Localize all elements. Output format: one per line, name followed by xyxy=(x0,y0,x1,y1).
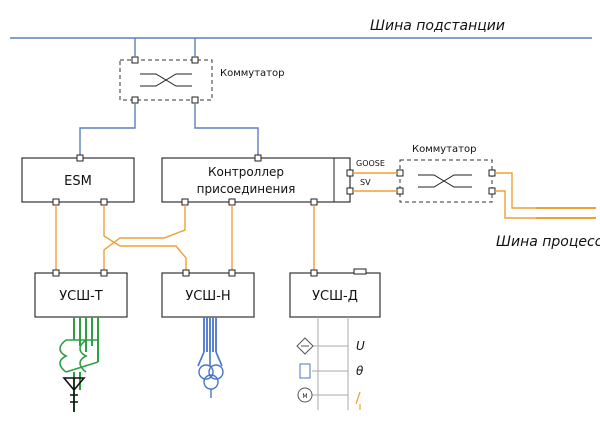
top-switch-port xyxy=(191,96,199,104)
station-link xyxy=(79,103,136,155)
right-switch-box xyxy=(399,159,493,203)
sensor-box-icon xyxy=(299,363,311,379)
process-link xyxy=(103,205,186,270)
top-switch-port xyxy=(191,56,199,64)
controller-port xyxy=(346,187,354,195)
controller-label-line1: Контроллер xyxy=(208,165,284,179)
right-switch-crossover-symbol xyxy=(418,174,472,188)
esm-block xyxy=(21,157,135,203)
ussh-d-block xyxy=(289,272,381,318)
goose-label: GOOSE xyxy=(356,159,385,168)
temperature-symbol: θ xyxy=(356,364,364,378)
controller-label-line2: присоединения xyxy=(197,182,296,196)
esm-port xyxy=(76,154,84,162)
ussh-t-block xyxy=(34,272,128,318)
breaker-contact-symbol xyxy=(355,391,361,410)
sv-label: SV xyxy=(360,178,371,187)
station-link xyxy=(194,103,259,155)
ussh-t-label: УСШ-Т xyxy=(59,289,103,304)
ussh-n-port xyxy=(182,269,190,277)
process-bus-label: Шина процесса xyxy=(496,234,600,250)
controller-block xyxy=(161,157,351,203)
ussh-n-block xyxy=(161,272,255,318)
ussh-n-port xyxy=(228,269,236,277)
ussh-t-port xyxy=(100,269,108,277)
ussh-d-tab xyxy=(353,268,367,275)
ussh-n-label: УСШ-Н xyxy=(185,289,230,304)
controller-port xyxy=(228,198,236,206)
ussh-t-port xyxy=(52,269,60,277)
controller-port xyxy=(310,198,318,206)
top-switch-port xyxy=(131,56,139,64)
process-link xyxy=(495,190,536,219)
right-switch-port xyxy=(396,169,404,177)
right-switch-port xyxy=(488,169,496,177)
current-transformer-symbol xyxy=(59,317,99,412)
voltage-transformer-symbol xyxy=(197,317,224,398)
ussh-d-port xyxy=(310,269,318,277)
ussh-d-label: УСШ-Д xyxy=(312,289,358,304)
esm-label: ESM xyxy=(64,174,92,189)
top-switch-port xyxy=(131,96,139,104)
controller-port xyxy=(181,198,189,206)
right-switch-port xyxy=(396,187,404,195)
controller-port xyxy=(346,169,354,177)
voltage-symbol: U xyxy=(356,339,365,353)
top-switch-label: Коммутатор xyxy=(220,68,284,79)
esm-port xyxy=(52,198,60,206)
top-switch-crossover-symbol xyxy=(140,73,192,87)
right-switch-label: Коммутатор xyxy=(412,144,476,155)
esm-port xyxy=(100,198,108,206)
controller-port xyxy=(254,154,262,162)
process-link xyxy=(495,172,536,209)
discrete-io-wiring xyxy=(312,317,349,410)
right-switch-port xyxy=(488,187,496,195)
substation-bus-label: Шина подстанции xyxy=(370,18,505,34)
motor-icon xyxy=(297,387,313,403)
sensor-diamond-icon xyxy=(296,337,314,355)
motor-icon-label: M xyxy=(302,393,307,400)
process-link xyxy=(103,205,187,270)
